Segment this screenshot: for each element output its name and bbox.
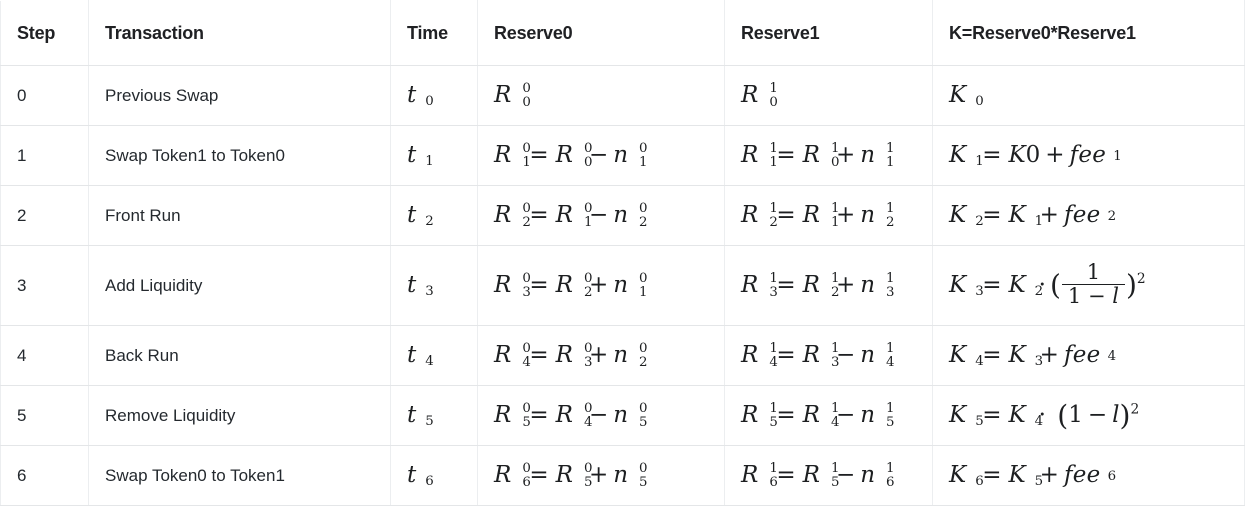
cell-transaction: Swap Token0 to Token1: [88, 445, 391, 506]
column-header-transaction: Transaction: [88, 0, 391, 66]
cell-step: 2: [0, 185, 89, 246]
cell-transaction: Previous Swap: [88, 65, 391, 126]
cell-step: 6: [0, 445, 89, 506]
cell-step: 0: [0, 65, 89, 126]
cell-transaction: Remove Liquidity: [88, 385, 391, 446]
cell-step: 1: [0, 125, 89, 186]
cell-transaction: Add Liquidity: [88, 245, 391, 326]
column-header-reserve1: Reserve1: [724, 0, 933, 66]
header-row: Step Transaction Time Reserve0 Reserve1 …: [0, 0, 1245, 66]
table-header: Step Transaction Time Reserve0 Reserve1 …: [0, 0, 1245, 66]
cell-transaction: Back Run: [88, 325, 391, 386]
cell-transaction: Front Run: [88, 185, 391, 246]
column-header-k: K=Reserve0*Reserve1: [932, 0, 1245, 66]
cell-step: 5: [0, 385, 89, 446]
column-header-time: Time: [390, 0, 478, 66]
cell-step: 4: [0, 325, 89, 386]
column-header-step: Step: [0, 0, 89, 66]
cell-step: 3: [0, 245, 89, 326]
column-header-reserve0: Reserve0: [477, 0, 725, 66]
swap-transaction-table: Step Transaction Time Reserve0 Reserve1 …: [0, 0, 1245, 506]
cell-transaction: Swap Token1 to Token0: [88, 125, 391, 186]
